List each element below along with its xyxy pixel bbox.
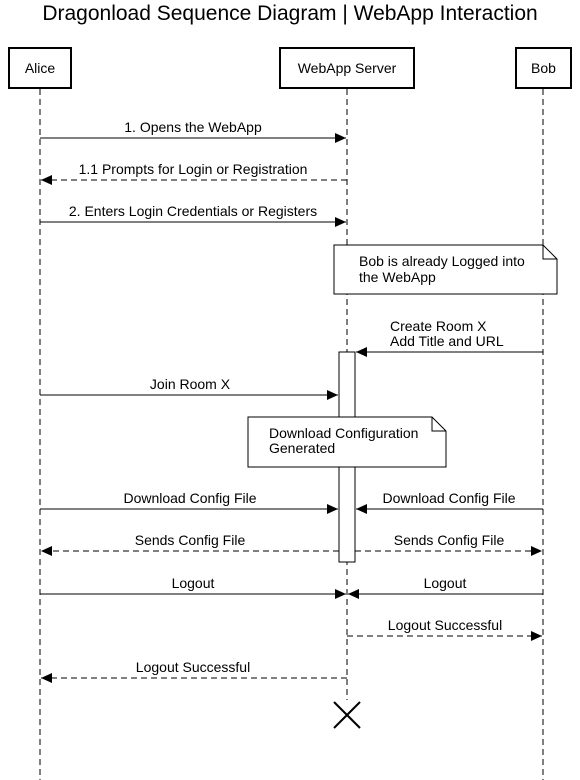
- message-label: Add Title and URL: [390, 333, 504, 349]
- participant-webapp-server: WebApp Server: [279, 47, 415, 89]
- message-label: Logout: [424, 575, 467, 591]
- destroy-x-icon: [333, 701, 361, 729]
- message-label: Sends Config File: [394, 532, 505, 548]
- message-label: 2. Enters Login Credentials or Registers: [69, 203, 317, 219]
- note-text: Bob is already Logged into: [359, 253, 525, 269]
- participant-alice: Alice: [8, 47, 72, 89]
- note-config-generated: [247, 416, 447, 468]
- note-text: Generated: [269, 440, 335, 456]
- note-text: the WebApp: [359, 269, 436, 285]
- message-label: Logout Successful: [388, 617, 502, 633]
- message-label: Logout Successful: [136, 659, 250, 675]
- message-label: Logout: [172, 575, 215, 591]
- message-label: 1. Opens the WebApp: [124, 119, 262, 135]
- message-label: 1.1 Prompts for Login or Registration: [79, 161, 308, 177]
- note-fold: [431, 417, 446, 432]
- diagram-title: Dragonload Sequence Diagram | WebApp Int…: [42, 2, 538, 25]
- note-bob-logged: [333, 244, 558, 295]
- message-label: Create Room X: [390, 318, 487, 334]
- message-label: Download Config File: [382, 490, 515, 506]
- participant-bob: Bob: [515, 47, 572, 89]
- message-label: Join Room X: [150, 376, 231, 392]
- note-fold: [542, 245, 557, 260]
- note-text: Download Configuration: [269, 425, 418, 441]
- message-label: Download Config File: [123, 490, 256, 506]
- message-label: Sends Config File: [135, 532, 246, 548]
